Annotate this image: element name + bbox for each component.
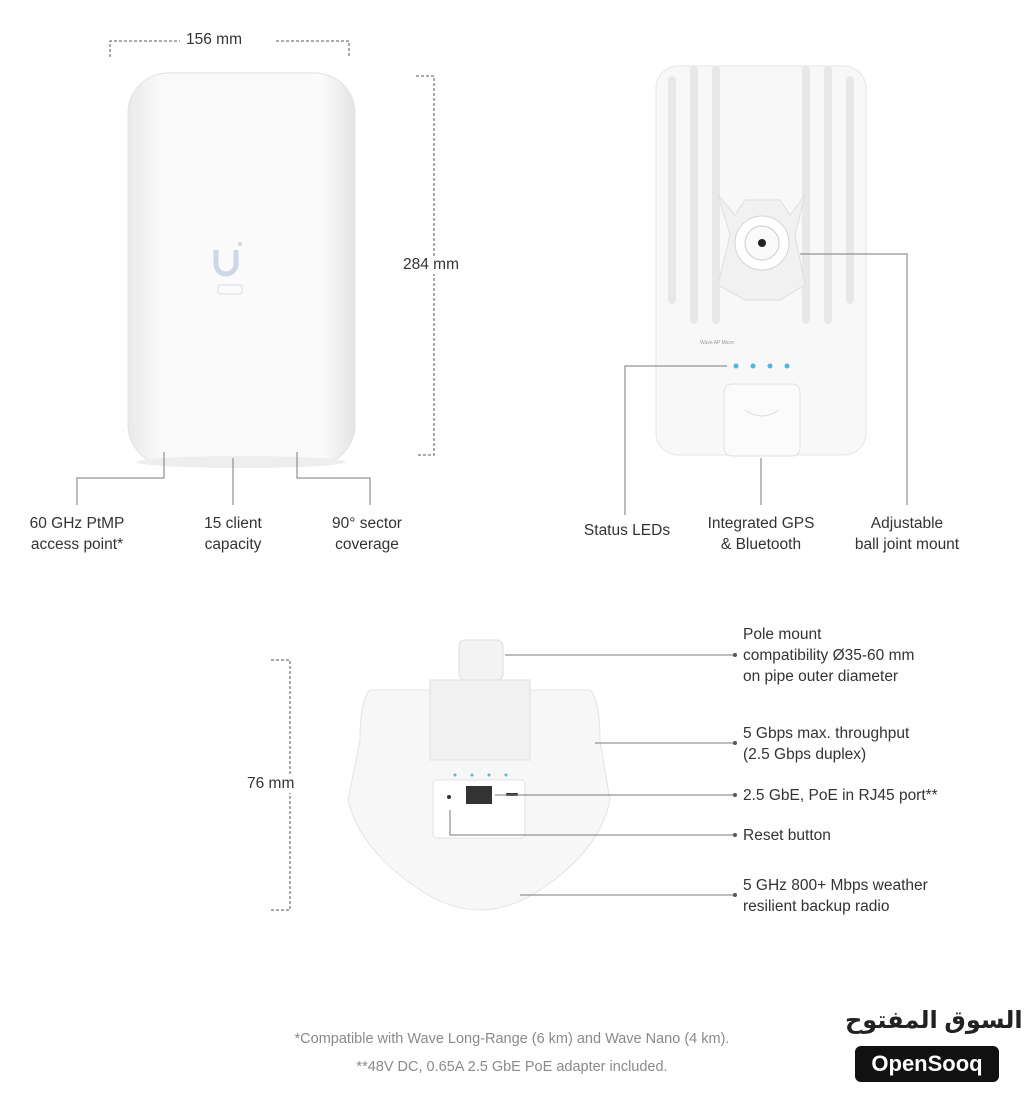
callout-pole-mount: Pole mount compatibility Ø35-60 mm on pi… <box>743 624 914 687</box>
callout-gps-bluetooth: Integrated GPS & Bluetooth <box>691 513 831 555</box>
callout-status-leds: Status LEDs <box>567 520 687 541</box>
callout-throughput: 5 Gbps max. throughput (2.5 Gbps duplex) <box>743 723 909 765</box>
callout-line: (2.5 Gbps duplex) <box>743 746 867 763</box>
callout-line: 60 GHz PtMP <box>29 515 125 532</box>
ubiquiti-logo-icon <box>213 242 243 295</box>
callout-line: 5 GHz 800+ Mbps weather <box>743 877 928 894</box>
callout-line: compatibility Ø35-60 mm <box>743 647 915 664</box>
device-bottom-view <box>347 639 611 911</box>
callout-line: Status LEDs <box>583 522 671 539</box>
width-dimension: 156 mm <box>180 31 248 49</box>
callout-line: on pipe outer diameter <box>743 668 899 685</box>
callout-sector-coverage: 90° sector coverage <box>307 513 427 555</box>
depth-dimension: 76 mm <box>241 775 301 793</box>
callout-client-capacity: 15 client capacity <box>173 513 293 555</box>
callout-line: ball joint mount <box>854 536 960 553</box>
callout-dots <box>733 653 737 897</box>
callout-line: access point* <box>30 536 124 553</box>
callout-line: & Bluetooth <box>720 536 802 553</box>
callout-line: coverage <box>335 536 399 553</box>
callout-line: 90° sector <box>332 515 402 532</box>
callout-rj45-port: 2.5 GbE, PoE in RJ45 port** <box>743 785 938 806</box>
callout-line: Reset button <box>743 827 831 844</box>
rj45-port-icon <box>466 786 492 804</box>
callout-line: Pole mount <box>743 626 822 643</box>
callout-line: Integrated GPS <box>707 515 815 532</box>
watermark-arabic: السوق المفتوح <box>845 1007 1023 1034</box>
watermark-logo: OpenSooq <box>855 1046 999 1082</box>
callout-line: 2.5 GbE, PoE in RJ45 port** <box>743 787 938 804</box>
callout-line: Adjustable <box>870 515 944 532</box>
callout-reset-button: Reset button <box>743 825 831 846</box>
callout-line: capacity <box>204 536 262 553</box>
device-back-view <box>655 65 867 457</box>
device-front-view <box>127 72 356 468</box>
height-dimension: 284 mm <box>397 256 465 274</box>
callout-ball-joint: Adjustable ball joint mount <box>832 513 982 555</box>
callout-backup-radio: 5 GHz 800+ Mbps weather resilient backup… <box>743 875 928 917</box>
footnote-poe-adapter: **48V DC, 0.65A 2.5 GbE PoE adapter incl… <box>356 1059 668 1075</box>
callout-line: 5 Gbps max. throughput <box>743 725 910 742</box>
callout-line: 15 client <box>204 515 262 532</box>
callout-line: resilient backup radio <box>743 898 890 915</box>
reset-button-icon <box>447 795 451 799</box>
callout-60ghz-ptmp: 60 GHz PtMP access point* <box>17 513 137 555</box>
footnote-compatibility: *Compatible with Wave Long-Range (6 km) … <box>294 1031 730 1047</box>
device-label: Wave AP Micro <box>700 340 734 346</box>
callout-lines <box>76 253 908 896</box>
status-led-icons <box>733 363 790 369</box>
